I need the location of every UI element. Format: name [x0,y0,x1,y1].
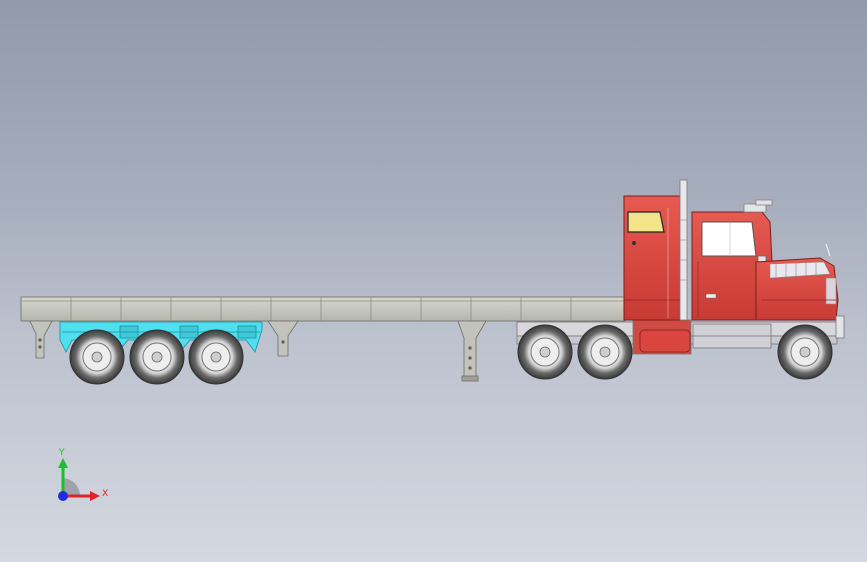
sleeper-cab[interactable] [623,195,687,321]
cab-window [701,221,757,257]
flatbed-trailer[interactable] [20,296,626,385]
main-cab[interactable] [691,211,773,321]
rear-bracket [29,320,53,359]
trailer-wheel-2[interactable] [129,329,185,385]
antenna [825,243,831,257]
front-bumper [835,315,845,339]
trailer-wheel-3[interactable] [188,329,244,385]
fuel-tank [639,329,691,353]
middle-landing-bracket [267,320,299,357]
truck-hood[interactable] [755,257,839,321]
exhaust-stack [679,179,688,321]
drive-wheel-rear[interactable] [517,324,573,380]
steer-wheel[interactable] [777,324,833,380]
trailer-wheel-1[interactable] [69,329,125,385]
z-axis-dot [58,491,68,501]
grille [825,277,837,305]
landing-gear-leg[interactable] [457,320,487,382]
x-axis-label: X [102,489,108,499]
y-axis-label: Y [58,448,65,458]
roof-horns [743,199,773,213]
triad-plane-indicator [62,478,80,496]
drive-wheel-front[interactable] [577,324,633,380]
coordinate-triad: Y X [58,448,108,501]
trailer-deck[interactable] [20,296,626,322]
door-handle [705,293,717,299]
sleeper-window [627,211,665,233]
tractor-truck[interactable] [516,179,845,380]
